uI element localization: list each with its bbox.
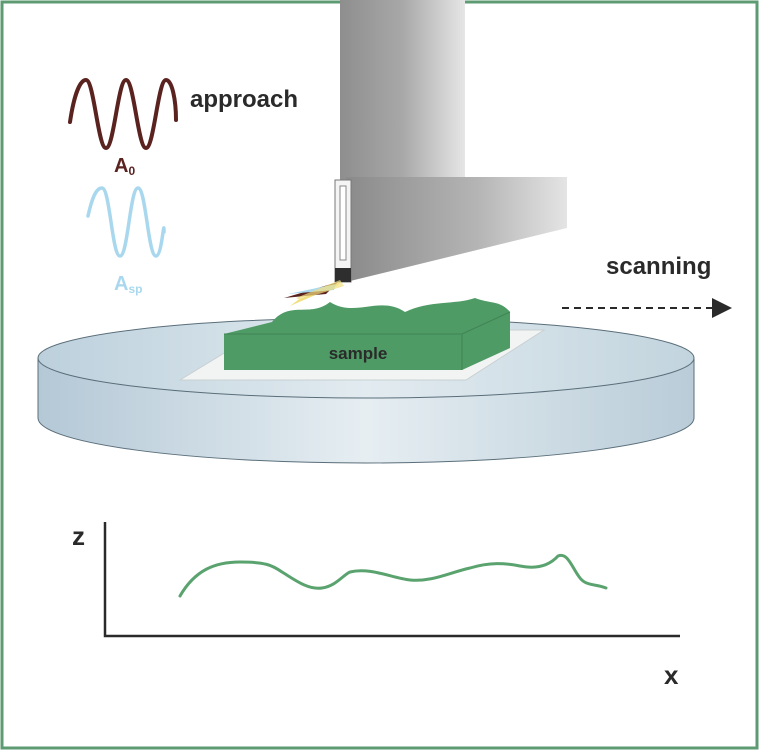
afm-head-pillar	[340, 0, 465, 182]
z-axis-label: z	[72, 521, 85, 551]
approach-wave	[68, 77, 178, 151]
approach-label: approach	[190, 86, 298, 113]
scanning-label: scanning	[606, 253, 711, 280]
cantilever-arm	[334, 177, 567, 283]
a0-label: A0	[114, 155, 135, 178]
plot-axes	[103, 522, 680, 638]
height-profile-curve	[178, 553, 608, 598]
probe-tip	[284, 280, 344, 306]
sample-block	[224, 298, 511, 370]
x-axis-label: x	[664, 660, 679, 690]
profile-plot: z x	[72, 521, 680, 690]
setpoint-wave	[86, 186, 166, 258]
sample-label: sample	[329, 344, 388, 363]
asp-label: Asp	[114, 273, 142, 296]
